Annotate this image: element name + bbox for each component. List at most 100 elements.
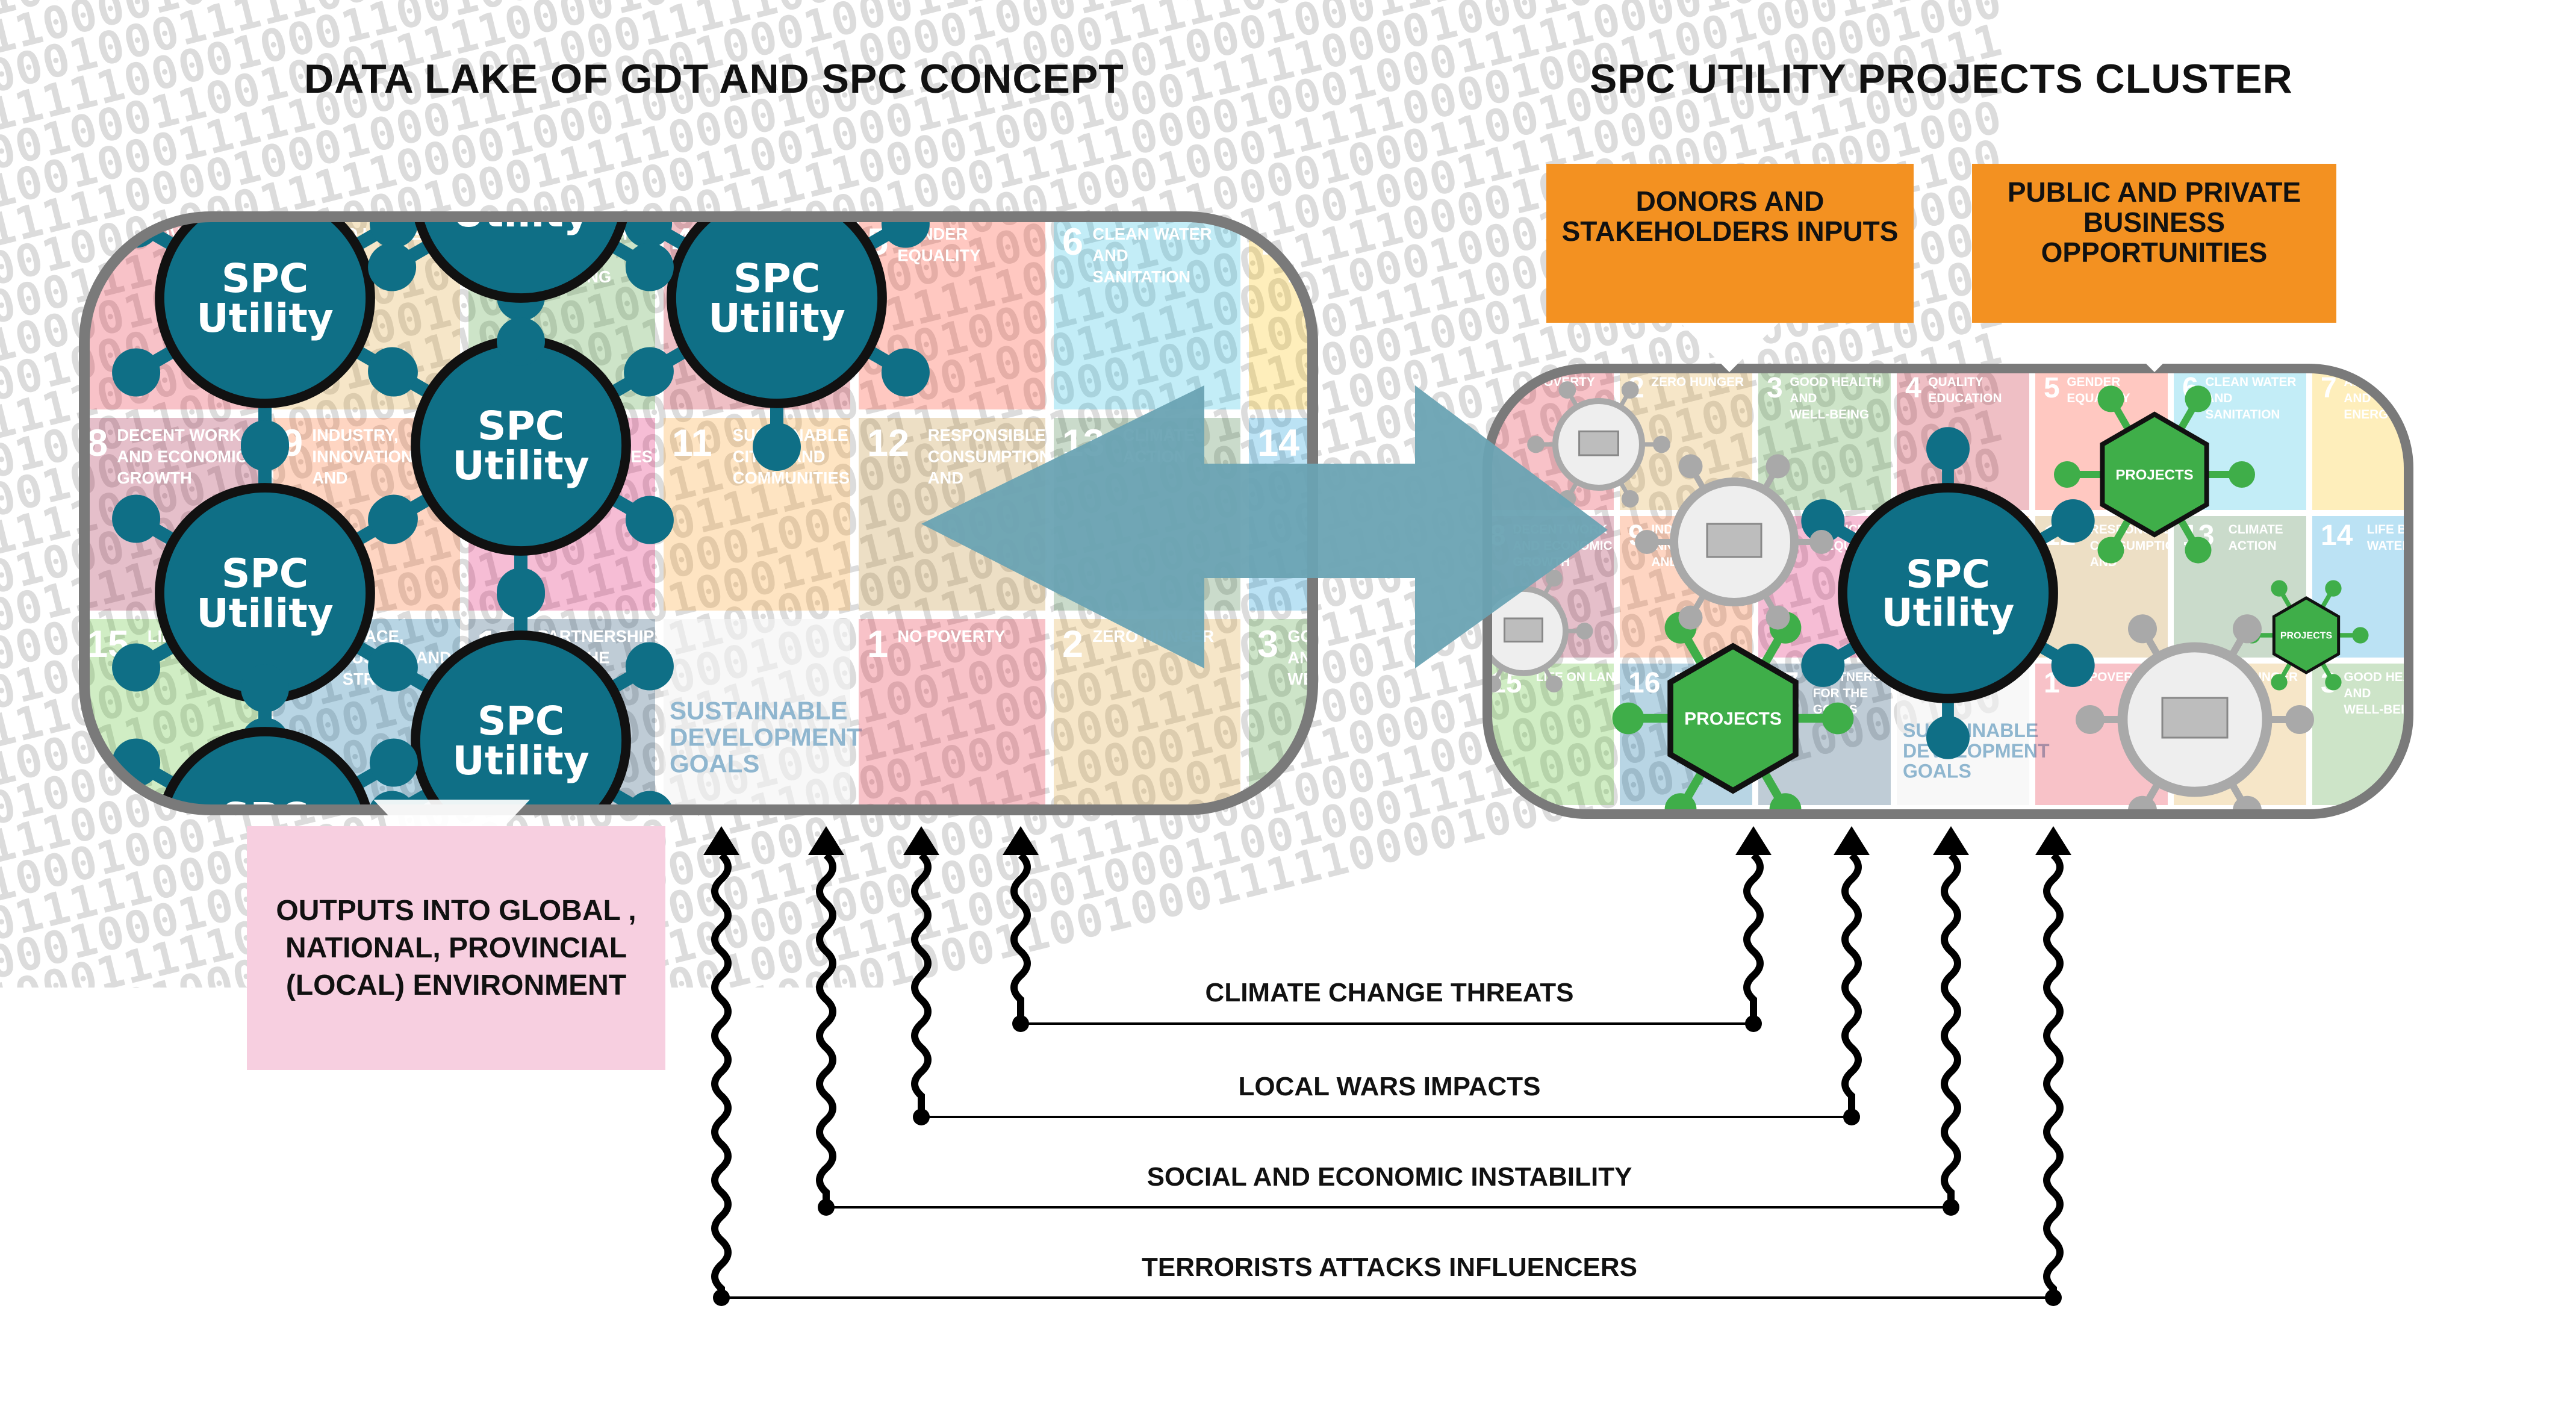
wavy-connector [1010,852,1031,1024]
utility-satellite [112,643,161,692]
left-sdg-tile-label: GROWTH [117,468,191,487]
right-sdg-tile-number: 14 [2321,520,2353,552]
utility-satellite [368,642,417,691]
utility-satellite [241,420,289,468]
utility-satellite [625,347,674,396]
right-sdg-tile-label: FOR THE [1813,686,1868,700]
org-chart-icon [1706,523,1762,558]
projects-label: PROJECTS [2115,467,2193,483]
left-sdg-tile-number: 11 [672,422,712,464]
utility-label-line2: Utility [196,295,334,341]
projects-satellite [2271,674,2288,691]
right-sdg-tile-label: WELL-BEING [2344,703,2423,717]
left-sdg-tile-label: AND CLEAN [1287,246,1384,265]
left-sdg-tile-number: 2 [1062,623,1083,665]
connector-arrowhead [1735,826,1772,855]
projects-satellite [1664,793,1697,814]
projects-hexagon: PROJECTS [2244,580,2369,691]
left-sdg-tile-label: RESPONSIBLE [928,426,1046,444]
threat-social-economic: SOCIAL AND ECONOMIC INSTABILITY [1146,1162,1632,1192]
utility-satellite [369,217,418,248]
utility-satellite [625,243,674,291]
threat-connectors [703,826,2071,1306]
business-opportunities-label: PUBLIC AND PRIVATE BUSINESS OPPORTUNITIE… [2007,176,2301,268]
left-sdg-logo-word: DEVELOPMENT [670,723,862,751]
right-sdg-tile-label: GENDER [2067,375,2120,389]
left-sdg-tile-number: 3 [1257,623,1278,665]
right-sdg-tile-number: 16 [1628,667,1660,699]
utility-satellite [1801,643,1845,687]
projects-satellite [2352,627,2369,644]
left-sdg-tile-label: LIFE BELOW [1318,426,1420,444]
left-sdg-tile-number: 8 [87,422,108,464]
utility-label-line1: SPC [1906,552,1990,597]
left-sdg-tile-6: 6 CLEAN WATER AND SANITATION [1054,217,1240,409]
utility-satellite [369,494,418,543]
utility-satellite [497,317,545,366]
left-sdg-tile-label: SANITATION [1092,267,1190,286]
utility-satellite [881,217,930,248]
left-sdg-logo-word: SUSTAINABLE [670,696,848,724]
utility-label-line1: SPC [478,698,564,744]
business-opportunities-box: PUBLIC AND PRIVATE BUSINESS OPPORTUNITIE… [1972,164,2336,323]
left-sdg-tile-label: AND [312,468,347,487]
outputs-box: OUTPUTS INTO GLOBAL , NATIONAL, PROVINCI… [247,826,665,1070]
wavy-connector [1743,852,1764,1024]
right-sdg-tile-number: 4 [1905,372,1921,404]
data-lake-title: DATA LAKE OF GDT AND SPC CONCEPT [304,56,1124,102]
threat-climate-change: CLIMATE CHANGE THREATS [1205,978,1574,1007]
right-sdg-tile-label: WATER [2367,539,2412,553]
right-sdg-logo-word: GOALS [1903,760,1971,782]
left-sdg-tile-label: DECENT WORK [117,426,241,444]
left-sdg-tile-2: 2ZERO HUNGER [1054,619,1240,810]
utility-satellite [368,243,417,291]
connector-arrowhead [1834,826,1870,855]
utility-satellite [1926,427,1970,471]
right-sdg-tile-number: 7 [2321,372,2337,404]
projects-satellite [2185,537,2212,564]
wavy-connector [1941,852,1961,1207]
projects-satellite [2271,580,2288,597]
utility-label-line1: SPC [478,403,564,449]
utility-satellite [2051,499,2095,543]
org-chart-icon [1578,430,1619,456]
projects-label: PROJECTS [2280,631,2333,641]
utility-satellite [625,496,674,544]
left-sdg-tile-number: 1 [87,221,108,263]
org-chart-icon [2161,697,2229,739]
projects-satellite [1822,702,1854,735]
right-sdg-tile-label: AND [1651,555,1678,569]
projects-hexagon: PROJECTS [2054,385,2255,564]
right-sdg-tile-label: AND [1790,391,1817,405]
left-sdg-logo-word: GOALS [670,750,759,778]
utility-label-line1: SPC [222,550,308,597]
utility-satellite [1926,715,1970,759]
left-sdg-tile-label: INDUSTRY, [312,426,398,444]
projects-satellite [1769,793,1802,814]
donors-inputs-label: DONORS AND STAKEHOLDERS INPUTS [1561,185,1899,247]
connector-arrowhead [703,826,739,855]
wavy-connector [911,852,932,1117]
right-sdg-tile-label: AND [2205,391,2232,405]
projects-satellite [2097,385,2124,412]
projects-label: PROJECTS [1684,709,1782,729]
utility-label-line2: Utility [1882,591,2015,635]
right-sdg-tile-label: LIFE BELOW [2367,523,2445,537]
left-sdg-tile-label: WELL-BEING [1287,670,1392,688]
projects-satellite [2054,461,2080,488]
left-sdg-tile-label: AND [1092,246,1128,265]
left-sdg-tile-label: AND [928,468,963,487]
right-sdg-tile-label: WELL-BEING [1790,408,1869,422]
wavy-connector [1841,852,1862,1117]
right-sdg-tile-label: QUALITY [1928,375,1983,389]
left-sdg-tile-number: 6 [1062,221,1083,263]
left-sdg-tile-label: CLEAN WATER [1092,225,1212,243]
